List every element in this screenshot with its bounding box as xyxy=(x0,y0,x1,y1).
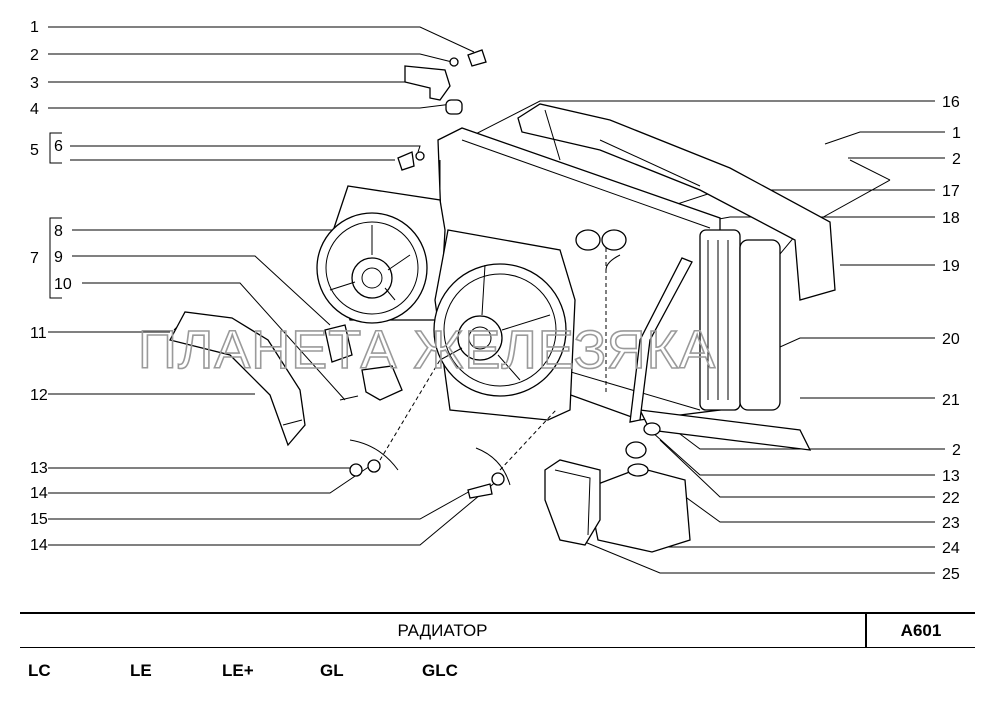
callout-13: 13 xyxy=(30,460,48,477)
callout-9: 9 xyxy=(54,249,63,266)
callout-r2b: 2 xyxy=(952,442,961,459)
callout-1: 1 xyxy=(30,19,39,36)
callout-6: 6 xyxy=(54,138,63,155)
watermark-text: ПЛАНЕТА ЖЕЛЕЗЯКА xyxy=(138,320,716,380)
callout-11: 11 xyxy=(30,325,47,342)
callout-22: 22 xyxy=(942,490,960,507)
callout-14: 14 xyxy=(30,485,48,502)
expansion-tank xyxy=(544,422,691,553)
callout-23: 23 xyxy=(942,515,960,532)
callout-25: 25 xyxy=(942,566,960,583)
title-divider xyxy=(865,614,867,647)
callout-8: 8 xyxy=(54,223,63,240)
callout-3: 3 xyxy=(30,75,39,92)
callout-5: 5 xyxy=(30,142,39,159)
callout-15: 15 xyxy=(30,511,48,528)
air-deflector-panel xyxy=(169,311,306,447)
callout-12: 12 xyxy=(30,387,48,404)
page-title: РАДИАТОР xyxy=(397,621,488,640)
top-bolt-and-bracket xyxy=(397,49,487,171)
bottom-fasteners-left xyxy=(349,439,511,499)
callout-7: 7 xyxy=(30,250,39,267)
version-gl: GL xyxy=(320,661,344,680)
bracket-5 xyxy=(49,132,62,164)
callout-17: 17 xyxy=(942,183,960,200)
callout-4: 4 xyxy=(30,101,39,118)
callout-20: 20 xyxy=(942,331,960,348)
version-le-plus: LE+ xyxy=(222,661,254,680)
callout-19: 19 xyxy=(942,258,960,275)
callout-18: 18 xyxy=(942,210,960,227)
version-lc: LC xyxy=(28,661,51,680)
callout-16: 16 xyxy=(942,94,960,111)
title-bar: РАДИАТОР A601 xyxy=(20,612,975,648)
fan-motor-connector xyxy=(173,317,403,401)
callout-14b: 14 xyxy=(30,537,48,554)
hose-clamps-and-hose xyxy=(575,229,693,423)
left-fan-assembly xyxy=(316,185,446,324)
assembly-dashed-lines xyxy=(379,248,621,471)
version-le: LE xyxy=(130,661,152,680)
version-glc: GLC xyxy=(422,661,458,680)
catalog-code: A601 xyxy=(900,621,942,640)
bracket-7 xyxy=(49,217,62,299)
right-fan-assembly xyxy=(433,229,576,421)
callout-21: 21 xyxy=(942,392,960,409)
callout-2: 2 xyxy=(30,47,39,64)
radiator-exploded-diagram: 1 2 3 4 5 6 7 8 9 10 11 12 13 14 15 14 1… xyxy=(30,19,961,583)
callout-r1: 1 xyxy=(952,125,961,142)
callout-r13: 13 xyxy=(942,468,960,485)
callout-r2: 2 xyxy=(952,151,961,168)
callout-24: 24 xyxy=(942,540,960,557)
callout-10: 10 xyxy=(54,276,72,293)
